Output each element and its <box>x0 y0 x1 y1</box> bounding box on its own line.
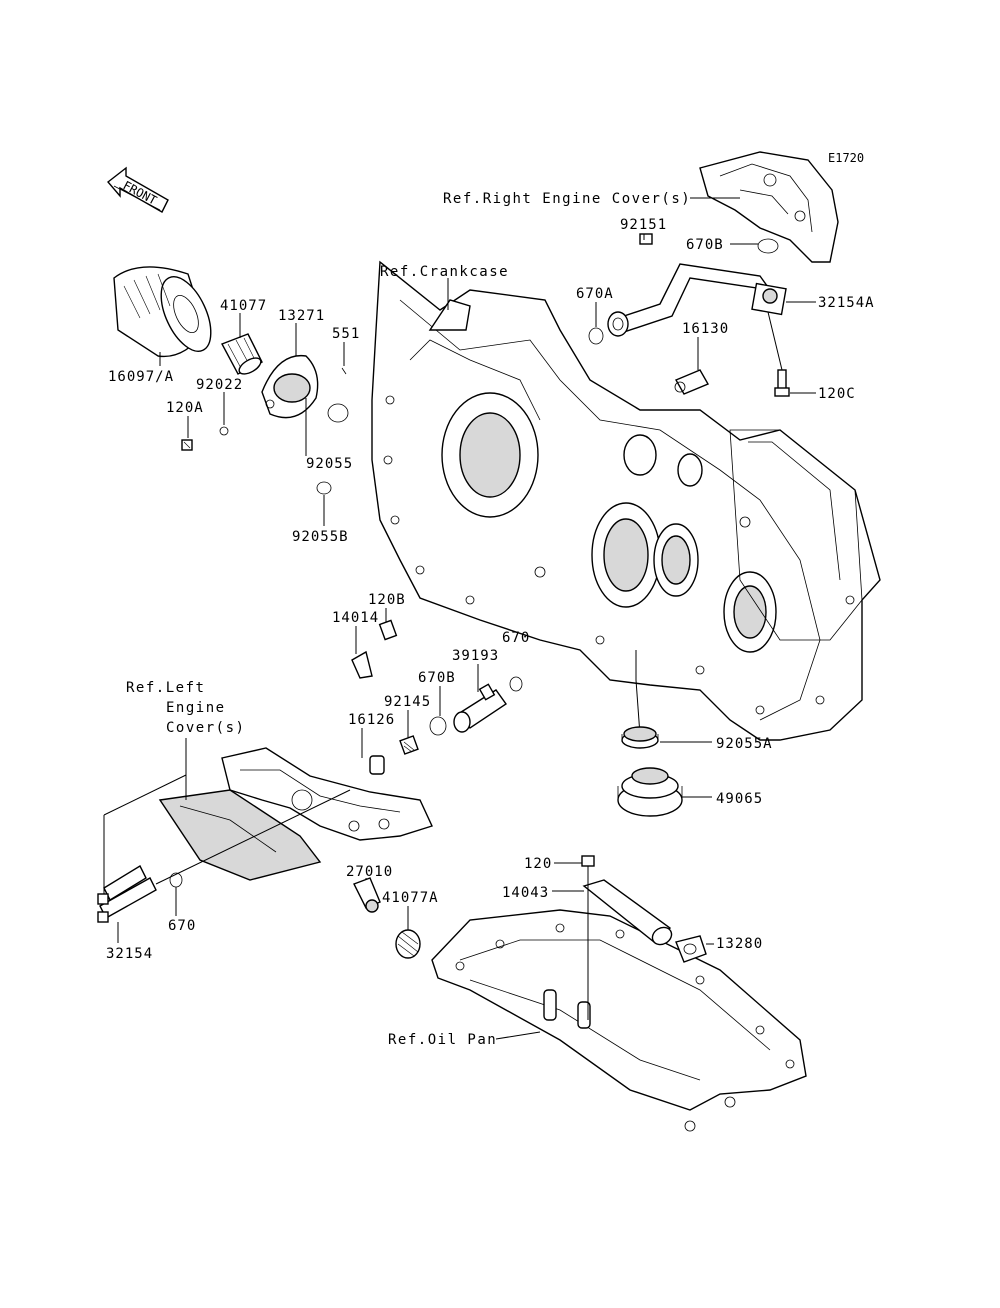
part-49065: 49065 <box>716 791 763 807</box>
part-670-low: 670 <box>168 918 196 934</box>
right-engine-cover-fragment <box>699 151 839 263</box>
part-92055b: 92055B <box>292 529 349 545</box>
o-ring-670-low <box>169 872 183 888</box>
part-16130: 16130 <box>682 321 729 337</box>
dowel-16126 <box>369 755 385 775</box>
part-16097a: 16097/A <box>108 369 174 385</box>
pipe-39193 <box>453 683 507 733</box>
screen-41077A <box>395 929 421 959</box>
part-670b-top: 670B <box>686 237 724 253</box>
part-92022: 92022 <box>196 377 243 393</box>
diagram-code: E1720 <box>828 151 864 165</box>
part-92151: 92151 <box>620 217 667 233</box>
part-41077: 41077 <box>220 298 267 314</box>
part-120a: 120A <box>166 400 204 416</box>
o-ring-670-mid <box>509 676 523 692</box>
plug-92145 <box>399 735 419 755</box>
ref-left-cover-line1: Ref.Left <box>126 680 205 696</box>
oil-screen-41077 <box>221 333 263 375</box>
part-92055a: 92055A <box>716 736 773 752</box>
part-13280: 13280 <box>716 936 763 952</box>
left-engine-cover-fragment <box>158 747 433 881</box>
part-120: 120 <box>524 856 552 872</box>
part-120c: 120C <box>818 386 856 402</box>
part-670b-mid: 670B <box>418 670 456 686</box>
part-670a: 670A <box>576 286 614 302</box>
part-92055: 92055 <box>306 456 353 472</box>
washer-92022 <box>219 426 229 436</box>
part-39193: 39193 <box>452 648 499 664</box>
crankcase-body <box>371 260 881 741</box>
front-arrow-icon <box>106 166 169 213</box>
o-ring-670B-mid <box>429 716 447 736</box>
part-14043: 14043 <box>502 885 549 901</box>
bolt-120B <box>378 619 398 641</box>
oil-filter <box>113 266 212 358</box>
part-13271: 13271 <box>278 308 325 324</box>
part-32154: 32154 <box>106 946 153 962</box>
part-32154a: 32154A <box>818 295 875 311</box>
pin-551 <box>341 367 347 375</box>
ref-crankcase: Ref.Crankcase <box>380 264 509 280</box>
gasket-13280 <box>675 935 707 963</box>
o-ring-670A <box>588 327 604 345</box>
part-27010: 27010 <box>346 864 393 880</box>
oil-pump-13271 <box>261 354 319 419</box>
ref-right-engine-cover: Ref.Right Engine Cover(s) <box>443 191 691 207</box>
part-16126: 16126 <box>348 712 395 728</box>
pipe-14043 <box>582 879 673 946</box>
o-ring-92055 <box>327 403 349 423</box>
part-41077a: 41077A <box>382 890 439 906</box>
o-ring-92055B <box>316 481 332 495</box>
bolt-92151 <box>639 233 653 245</box>
part-120b: 120B <box>368 592 406 608</box>
part-92145: 92145 <box>384 694 431 710</box>
part-670-mid: 670 <box>502 630 530 646</box>
front-label: FRONT <box>121 178 159 207</box>
ref-left-cover-line3: Cover(s) <box>166 720 245 736</box>
bracket-14014 <box>351 650 373 679</box>
o-ring-670B-top <box>757 238 779 254</box>
part-14014: 14014 <box>332 610 379 626</box>
seal-92055A <box>621 726 659 749</box>
oil-pipe-32154 <box>97 865 157 923</box>
ref-oil-pan: Ref.Oil Pan <box>388 1032 497 1048</box>
strainer-49065 <box>617 767 683 817</box>
front-direction-marker: FRONT <box>106 166 169 213</box>
ref-left-cover-line2: Engine <box>166 700 226 716</box>
sensor-27010 <box>353 877 381 913</box>
part-551: 551 <box>332 326 360 342</box>
bolt-120C <box>774 369 790 397</box>
fitting-16130 <box>674 369 710 395</box>
oil-pipe-32154A <box>607 263 787 337</box>
oil-pan-body <box>431 909 807 1132</box>
bolt-120 <box>581 855 595 867</box>
bolt-120A <box>181 439 193 451</box>
